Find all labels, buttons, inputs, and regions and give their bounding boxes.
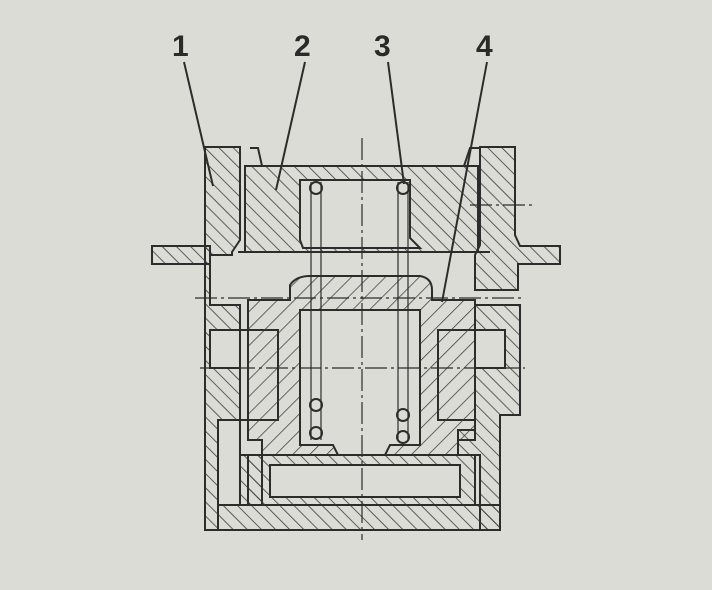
pin-lower-right-2 — [396, 430, 410, 444]
housing-left-flange — [151, 245, 211, 265]
leader-2 — [275, 61, 306, 191]
housing-left-wall — [204, 146, 263, 531]
pin-lower-left-1 — [309, 398, 323, 412]
lower-insert-base-slot — [269, 464, 461, 498]
outer-housing — [151, 146, 561, 531]
pin-lower-right-1 — [396, 408, 410, 422]
callout-2: 2 — [294, 30, 311, 63]
leader-1 — [183, 61, 214, 187]
callout-labels: 1 2 3 4 — [172, 30, 493, 63]
leader-3 — [387, 61, 405, 185]
lower-insert — [247, 275, 476, 506]
upper-insert-cavity — [299, 179, 423, 249]
callout-4: 4 — [476, 30, 493, 63]
leader-lines — [183, 61, 488, 303]
callout-3: 3 — [374, 30, 391, 63]
pin-axes — [310, 182, 409, 440]
callout-1: 1 — [172, 30, 189, 63]
pin-lower-left-2 — [309, 426, 323, 440]
center-lines — [195, 138, 535, 540]
housing-right-wall — [474, 146, 561, 291]
pin-upper-left — [309, 181, 323, 195]
leader-4 — [441, 61, 488, 303]
housing-bottom-plate — [217, 504, 501, 531]
